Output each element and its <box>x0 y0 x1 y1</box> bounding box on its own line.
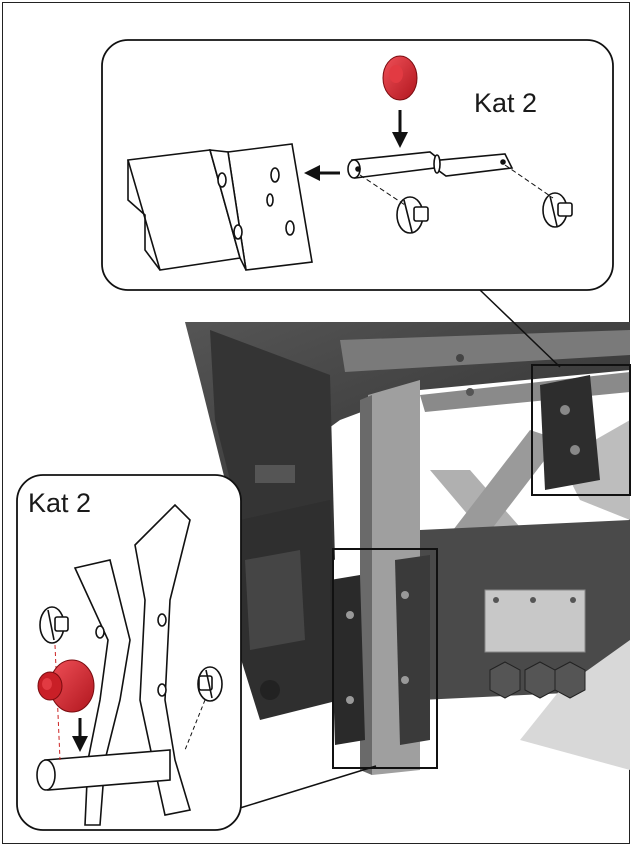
bracket-drawing <box>126 143 313 271</box>
top-callout-label: Kat 2 <box>474 88 538 118</box>
leader-line-top <box>479 289 561 368</box>
linch-pin-icon <box>197 666 223 702</box>
arrow-left-icon <box>304 165 340 181</box>
pin-drawing <box>347 151 514 179</box>
top-callout <box>101 39 614 291</box>
bottom-callout <box>16 474 242 831</box>
arrow-down-icon <box>72 718 88 752</box>
linch-pin-icon <box>542 192 573 228</box>
detail-marker-top <box>531 364 631 496</box>
detail-marker-bottom <box>332 548 438 769</box>
arrow-down-icon <box>392 110 408 148</box>
pin-drawing-lower <box>36 749 171 791</box>
linch-pin-icon <box>396 196 429 234</box>
leader-line-bottom <box>239 765 377 809</box>
right-plate <box>134 503 192 816</box>
bottom-callout-label: Kat 2 <box>28 488 92 518</box>
linch-pin-icon <box>39 606 69 644</box>
red-cap-icon <box>37 659 95 713</box>
red-cap-icon <box>382 55 418 101</box>
